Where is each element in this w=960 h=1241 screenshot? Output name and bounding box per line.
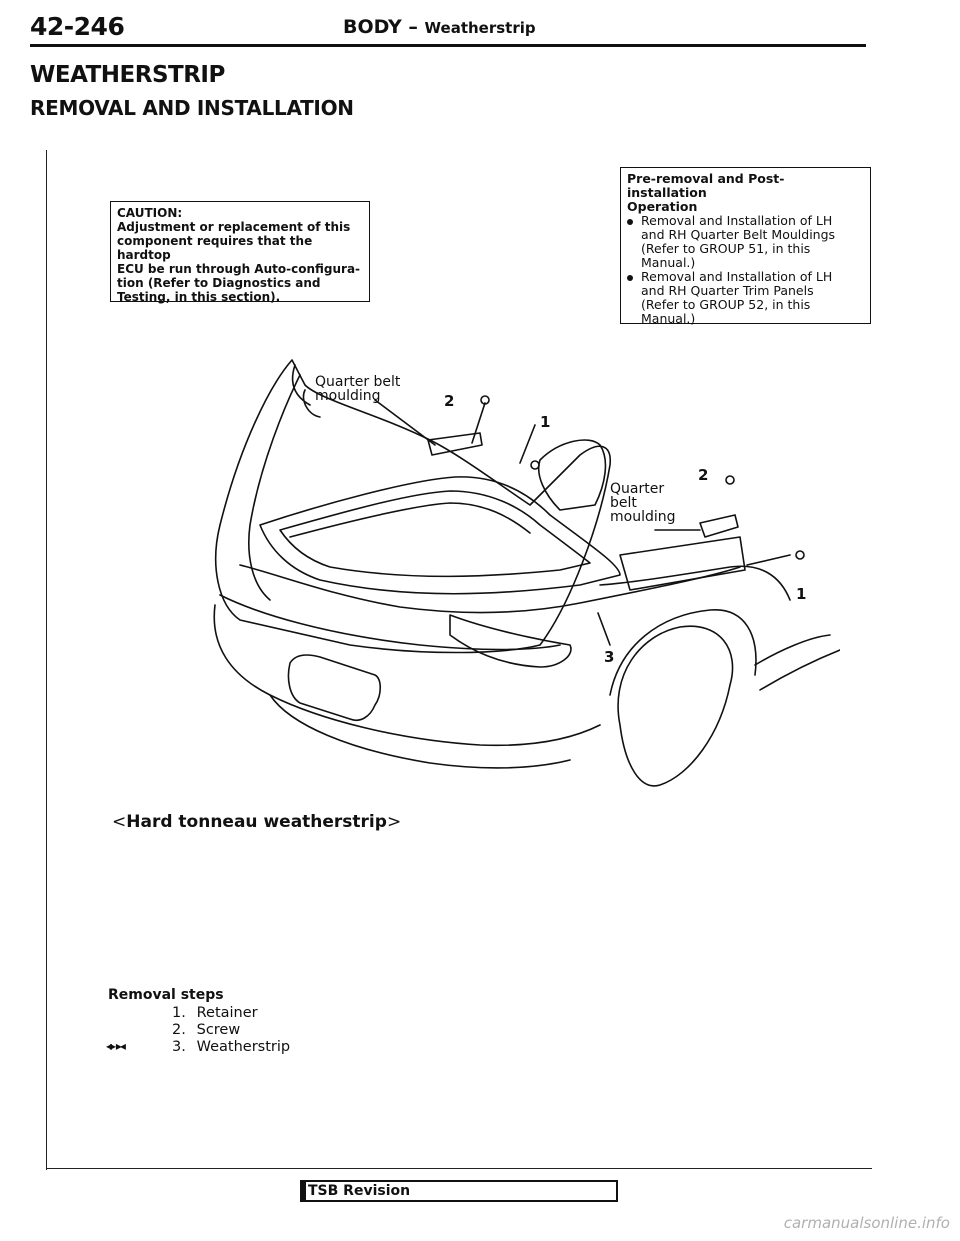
caution-box: CAUTION: Adjustment or replacement of th… bbox=[110, 201, 370, 304]
callout-2-left: 2 bbox=[444, 392, 455, 410]
side-sill bbox=[754, 634, 841, 691]
trunk-inner bbox=[279, 490, 591, 578]
removal-steps-title: Removal steps bbox=[108, 987, 224, 1003]
trunk-opening bbox=[259, 476, 621, 595]
header-rule bbox=[30, 44, 866, 47]
callout-1-left: 1 bbox=[540, 413, 551, 431]
removal-step: 3. Weatherstrip bbox=[172, 1039, 291, 1055]
screw-icon bbox=[480, 395, 490, 405]
caution-line: tion (Refer to Diagnostics and bbox=[117, 276, 321, 290]
car-rear-illustration bbox=[213, 359, 841, 787]
wheel-arch bbox=[609, 609, 757, 696]
preop-heading: Operation bbox=[627, 199, 698, 214]
caution-line: CAUTION: bbox=[117, 206, 183, 220]
preop-heading: Pre-removal and Post-installation bbox=[627, 171, 785, 200]
figure-caption: <Hard tonneau weatherstrip> bbox=[112, 812, 402, 832]
license-plate-recess bbox=[287, 654, 382, 721]
installation-markers: ◂▸ ▸◂ bbox=[106, 1039, 126, 1053]
label-quarter-belt-moulding-right: Quarter belt moulding bbox=[610, 481, 676, 525]
bumper-lower bbox=[269, 694, 571, 769]
caution-line: ECU be run through Auto-configura- bbox=[117, 262, 361, 276]
preop-item-cont: and RH Quarter Trim Panels bbox=[641, 283, 814, 298]
tsb-revision-box: TSB Revision bbox=[300, 1180, 618, 1202]
removal-step: 2. Screw bbox=[172, 1022, 241, 1038]
preop-item: Removal and Installation of LH bbox=[627, 214, 864, 228]
removal-step: 1. Retainer bbox=[172, 1005, 258, 1021]
callout-2-right: 2 bbox=[698, 466, 709, 484]
rear-bumper-top bbox=[219, 594, 561, 651]
body-deck bbox=[239, 564, 741, 614]
left-moulding bbox=[427, 432, 483, 456]
page-header: 42-246 BODY – Weatherstrip bbox=[30, 12, 866, 46]
tsb-revision-label: TSB Revision bbox=[308, 1183, 411, 1199]
page-title: WEATHERSTRIP bbox=[30, 62, 225, 88]
frame-left-rule bbox=[46, 150, 47, 1170]
preop-item-cont: (Refer to GROUP 52, in this bbox=[641, 297, 811, 312]
page-number: 42-246 bbox=[30, 12, 125, 41]
caution-line: component requires that the hardtop bbox=[117, 234, 313, 262]
preop-item-cont: Manual.) bbox=[641, 255, 696, 270]
page-subtitle: REMOVAL AND INSTALLATION bbox=[30, 96, 354, 120]
preop-item: Removal and Installation of LH bbox=[627, 270, 864, 284]
section-dash: – bbox=[401, 16, 425, 38]
section-name: BODY bbox=[343, 16, 402, 38]
preop-item-cont: and RH Quarter Belt Mouldings bbox=[641, 227, 836, 242]
tsb-tick bbox=[302, 1182, 306, 1200]
callout-3: 3 bbox=[604, 648, 615, 666]
section-title: BODY – Weatherstrip bbox=[343, 16, 536, 38]
taillight bbox=[449, 614, 572, 668]
tonneau-inner-edge bbox=[248, 374, 301, 601]
screw-icon-right bbox=[725, 475, 735, 485]
bullet-icon bbox=[627, 218, 633, 225]
caution-line: Testing, in this section). bbox=[117, 290, 281, 304]
rear-bumper bbox=[213, 604, 601, 747]
frame-bottom-rule bbox=[46, 1168, 872, 1169]
pre-removal-box: Pre-removal and Post-installation Operat… bbox=[620, 167, 871, 326]
watermark-site: carmanualsonline.info bbox=[783, 1214, 950, 1232]
right-panel bbox=[619, 536, 746, 591]
retainer-icon-right bbox=[795, 550, 805, 560]
callout-1-right: 1 bbox=[796, 585, 807, 603]
preop-item-cont: (Refer to GROUP 51, in this bbox=[641, 241, 811, 256]
weatherstrip-seal bbox=[289, 502, 531, 538]
hard-tonneau-figure: Quarter belt moulding Quarter belt mould… bbox=[200, 345, 841, 825]
tonneau-hinge bbox=[291, 364, 321, 418]
label-quarter-belt-moulding-left: Quarter belt moulding bbox=[315, 374, 401, 404]
right-moulding bbox=[699, 514, 739, 538]
rear-wheel bbox=[617, 625, 734, 787]
retainer-icon bbox=[530, 460, 540, 470]
leader-lines bbox=[374, 399, 791, 646]
subsection-name: Weatherstrip bbox=[424, 19, 536, 37]
seat-headrest bbox=[538, 439, 607, 511]
preop-item-cont: Manual.) bbox=[641, 311, 696, 326]
bullet-icon bbox=[627, 274, 633, 281]
caution-line: Adjustment or replacement of this bbox=[117, 220, 351, 234]
